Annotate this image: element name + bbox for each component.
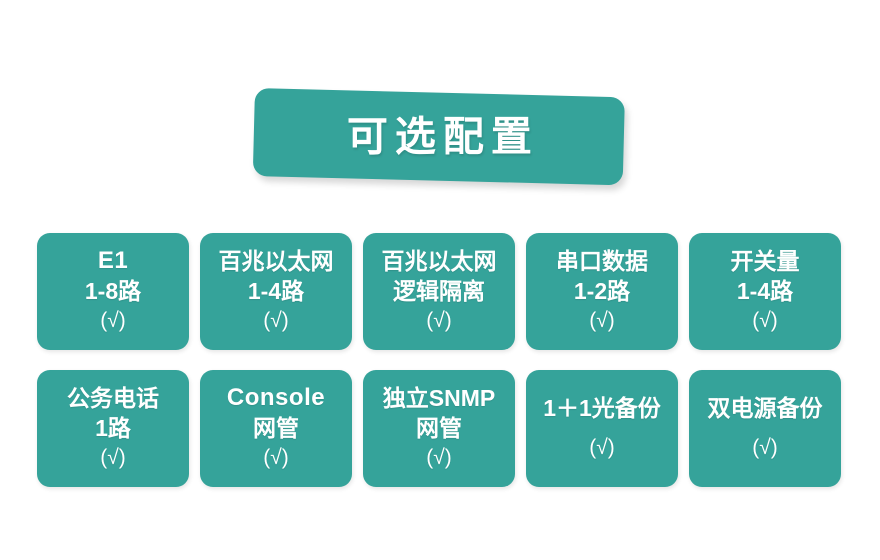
card-line-1: 1＋1光备份 [543, 395, 661, 421]
card-line-1: E1 [97, 247, 129, 274]
card-line-1: 串口数据 [556, 248, 648, 274]
header-banner: 可选配置 [252, 88, 625, 186]
card-check-mark: (√) [263, 446, 289, 469]
card-line-2: 1-4路 [247, 278, 305, 304]
card-line-1: 公务电话 [67, 385, 159, 411]
card-line-2: 1-8路 [84, 278, 142, 304]
card-line-2: 逻辑隔离 [393, 278, 485, 304]
feature-card-independent-snmp[interactable]: 独立SNMP 网管 (√) [363, 370, 515, 487]
card-line-1: 百兆以太网 [218, 248, 334, 274]
feature-card-logical-isolation[interactable]: 百兆以太网 逻辑隔离 (√) [363, 233, 515, 350]
card-check-mark: (√) [752, 309, 778, 332]
feature-card-optical-backup[interactable]: 1＋1光备份 (√) [526, 370, 678, 487]
header-banner-shape: 可选配置 [252, 88, 625, 186]
card-line-2: 网管 [253, 415, 299, 441]
card-check-mark: (√) [752, 436, 778, 459]
card-check-mark: (√) [426, 446, 452, 469]
card-line-2: 网管 [416, 415, 462, 441]
card-row-2: 公务电话 1路 (√) Console 网管 (√) 独立SNMP 网管 (√)… [37, 370, 845, 487]
card-check-mark: (√) [100, 446, 126, 469]
feature-card-fast-ethernet[interactable]: 百兆以太网 1-4路 (√) [200, 233, 352, 350]
card-line-1: Console [226, 384, 326, 411]
page-title: 可选配置 [346, 113, 539, 160]
card-check-mark: (√) [426, 309, 452, 332]
card-check-mark: (√) [589, 436, 615, 459]
card-line-2: 1-2路 [573, 278, 631, 304]
card-check-mark: (√) [263, 309, 289, 332]
feature-card-service-phone[interactable]: 公务电话 1路 (√) [37, 370, 189, 487]
card-line-1: 开关量 [730, 248, 800, 274]
card-line-1: 百兆以太网 [381, 248, 497, 274]
feature-card-switch-quantity[interactable]: 开关量 1-4路 (√) [689, 233, 841, 350]
card-line-2: 1路 [95, 415, 131, 441]
feature-card-dual-power-backup[interactable]: 双电源备份 (√) [689, 370, 841, 487]
feature-card-grid: E1 1-8路 (√) 百兆以太网 1-4路 (√) 百兆以太网 逻辑隔离 (√… [37, 233, 845, 487]
card-line-1: 独立SNMP [382, 385, 496, 411]
feature-card-console-management[interactable]: Console 网管 (√) [200, 370, 352, 487]
card-check-mark: (√) [100, 309, 126, 332]
feature-card-e1[interactable]: E1 1-8路 (√) [37, 233, 189, 350]
card-line-2: 1-4路 [736, 278, 794, 304]
card-line-1: 双电源备份 [707, 395, 823, 421]
feature-card-serial-data[interactable]: 串口数据 1-2路 (√) [526, 233, 678, 350]
card-check-mark: (√) [589, 309, 615, 332]
card-row-1: E1 1-8路 (√) 百兆以太网 1-4路 (√) 百兆以太网 逻辑隔离 (√… [37, 233, 845, 350]
